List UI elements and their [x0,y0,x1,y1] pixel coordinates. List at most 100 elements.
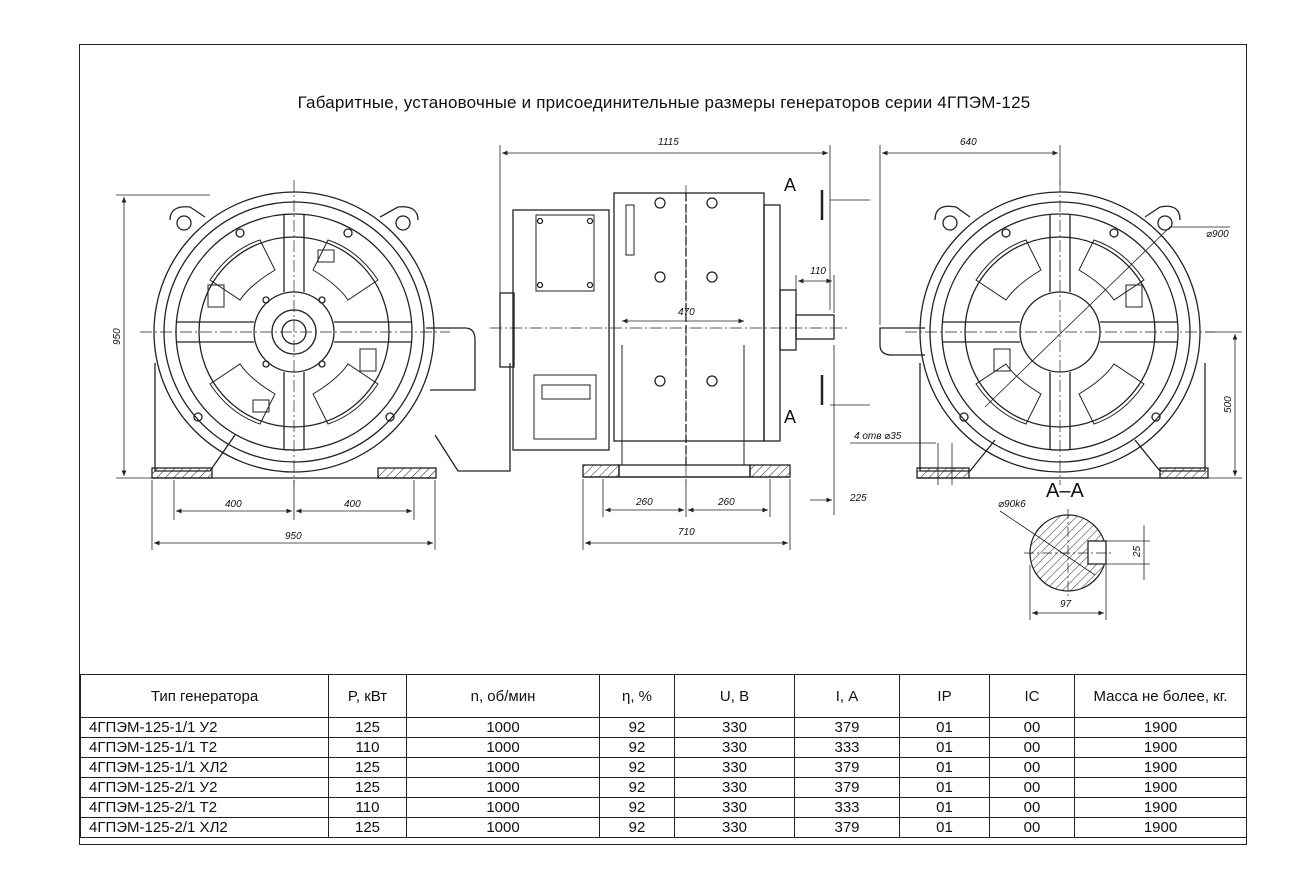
cell-power: 125 [328,757,407,778]
dim-key-depth: 97 [1060,599,1072,610]
rear-view-centerlines [905,180,1215,485]
rear-view-dimensions [850,145,1242,485]
cell-voltage: 330 [674,737,795,758]
spec-table: Тип генератора P, кВт n, об/мин η, % U, … [80,674,1247,838]
cell-current: 333 [794,737,900,758]
cell-ip: 01 [899,737,990,758]
cell-ip: 01 [899,817,990,838]
cell-ip: 01 [899,757,990,778]
cell-type: 4ГПЭМ-125-1/1 Т2 [80,737,329,758]
col-header-ip: IP [899,674,990,718]
dim-flange-dia: ⌀900 [1206,229,1229,240]
cell-efficiency: 92 [599,757,675,778]
cell-power: 110 [328,737,407,758]
cell-speed: 1000 [406,817,600,838]
cell-power: 125 [328,777,407,798]
dim-height: 950 [112,328,123,345]
dim-shaft-dia: ⌀90k6 [998,499,1026,510]
cell-type: 4ГПЭМ-125-2/1 ХЛ2 [80,817,329,838]
table-row: 4ГПЭМ-125-2/1 У2 125 1000 92 330 379 01 … [80,777,1247,798]
col-header-power: P, кВт [328,674,407,718]
cell-ip: 01 [899,777,990,798]
dim-foot-left: 400 [225,499,242,510]
cell-ic: 00 [989,817,1075,838]
cell-current: 379 [794,757,900,778]
front-view-dimensions [116,194,436,550]
front-view-centerlines [140,180,450,485]
cell-speed: 1000 [406,777,600,798]
col-header-mass: Масса не более, кг. [1074,674,1247,718]
dim-foot-span-right: 260 [717,497,735,508]
dim-foot-span-left: 260 [635,497,653,508]
cell-power: 125 [328,817,407,838]
cell-mass: 1900 [1074,717,1247,738]
dim-shaft-offset: 225 [849,493,867,504]
table-header-row: Тип генератора P, кВт n, об/мин η, % U, … [80,674,1247,718]
cell-efficiency: 92 [599,717,675,738]
table-row: 4ГПЭМ-125-1/1 Т2 110 1000 92 330 333 01 … [80,737,1247,758]
col-header-type: Тип генератора [80,674,329,718]
dim-foot-right: 400 [344,499,361,510]
dim-shaft-height: 500 [1223,396,1234,413]
cell-mass: 1900 [1074,817,1247,838]
cell-voltage: 330 [674,777,795,798]
col-header-speed: n, об/мин [406,674,600,718]
cell-mass: 1900 [1074,777,1247,798]
dim-key-height: 25 [1132,545,1143,558]
section-mark-top: А [784,175,796,195]
cell-ip: 01 [899,797,990,818]
side-view-dimensions [499,145,870,550]
cell-mass: 1900 [1074,737,1247,758]
table-row: 4ГПЭМ-125-1/1 У2 125 1000 92 330 379 01 … [80,717,1247,738]
cell-ic: 00 [989,757,1075,778]
cell-efficiency: 92 [599,797,675,818]
cell-ip: 01 [899,717,990,738]
cell-type: 4ГПЭМ-125-2/1 Т2 [80,797,329,818]
cell-current: 379 [794,777,900,798]
section-mark-bottom: А [784,407,796,427]
dim-overall-length: 1115 [658,137,679,148]
cell-type: 4ГПЭМ-125-1/1 ХЛ2 [80,757,329,778]
cell-current: 333 [794,797,900,818]
table-row: 4ГПЭМ-125-1/1 ХЛ2 125 1000 92 330 379 01… [80,757,1247,778]
cell-voltage: 330 [674,817,795,838]
col-header-current: I, А [794,674,900,718]
col-header-ic: IC [989,674,1075,718]
cell-mass: 1900 [1074,797,1247,818]
front-view [151,191,511,479]
cell-efficiency: 92 [599,737,675,758]
cell-current: 379 [794,717,900,738]
cell-speed: 1000 [406,757,600,778]
cell-voltage: 330 [674,757,795,778]
cell-speed: 1000 [406,797,600,818]
drawing-sheet: Габаритные, установочные и присоединител… [79,44,1247,845]
col-header-voltage: U, В [674,674,795,718]
cell-efficiency: 92 [599,777,675,798]
side-view [499,190,835,478]
dim-width: 950 [285,531,302,542]
shaft-section [1024,509,1114,597]
cell-ic: 00 [989,797,1075,818]
cell-efficiency: 92 [599,817,675,838]
cell-voltage: 330 [674,797,795,818]
technical-drawing: 950 400 400 950 [112,137,1242,620]
cell-ic: 00 [989,737,1075,758]
cell-type: 4ГПЭМ-125-2/1 У2 [80,777,329,798]
section-label: А–А [1046,480,1084,502]
rear-view [879,191,1230,479]
table-row: 4ГПЭМ-125-2/1 ХЛ2 125 1000 92 330 379 01… [80,817,1247,838]
cell-power: 125 [328,717,407,738]
cell-power: 110 [328,797,407,818]
dim-holes: 4 отв ⌀35 [854,431,902,442]
cell-voltage: 330 [674,717,795,738]
cell-ic: 00 [989,717,1075,738]
col-header-efficiency: η, % [599,674,675,718]
shaft-section-dimensions [999,510,1150,620]
drawing-title: Габаритные, установочные и присоединител… [297,93,1031,112]
cell-mass: 1900 [1074,757,1247,778]
dim-base-len: 710 [678,527,695,538]
side-view-centerlines [490,185,850,485]
cell-speed: 1000 [406,717,600,738]
cell-speed: 1000 [406,737,600,758]
dim-shaft-len: 110 [810,266,826,277]
